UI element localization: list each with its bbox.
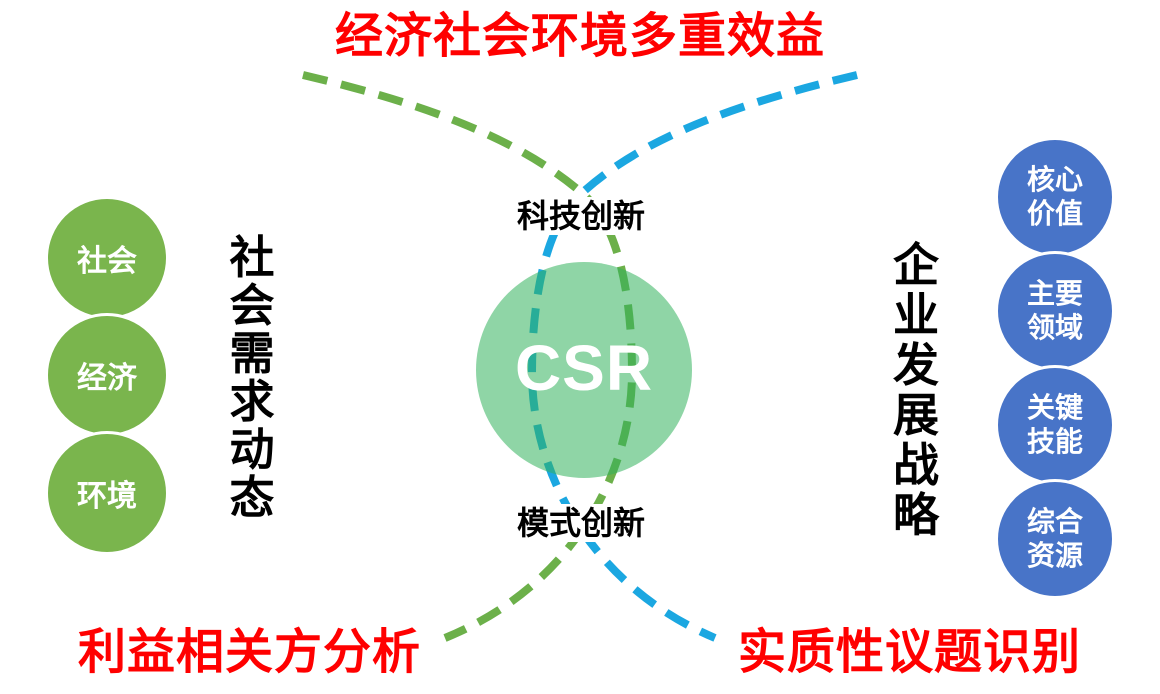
left-circle-environment-label: 环境 [77, 480, 137, 513]
right-circle-core-value-line1: 核心 [1026, 164, 1083, 195]
right-circle-core-value-line2: 价值 [1026, 198, 1083, 229]
right-circle-comprehensive-resources: 综合 资源 [995, 479, 1115, 599]
left-circle-economy: 经济 [45, 313, 169, 437]
right-circle-key-skills: 关键 技能 [995, 365, 1115, 485]
tech-innovation-label: 科技创新 [451, 197, 711, 235]
social-demand-vertical-label: 社会需求动态 [229, 232, 275, 523]
left-circle-economy-label: 经济 [77, 362, 137, 395]
left-circle-society-label: 社会 [77, 245, 137, 278]
right-circle-comprehensive-resources-line1: 综合 [1026, 506, 1083, 537]
right-circle-key-skills-line1: 关键 [1026, 392, 1083, 423]
left-circle-environment: 环境 [45, 431, 169, 555]
enterprise-strategy-vertical-label: 企业发展战略 [893, 239, 939, 541]
right-circle-main-areas: 主要 领域 [995, 251, 1115, 371]
csr-label: CSR [514, 332, 654, 404]
right-circle-core-value: 核心 价值 [995, 137, 1115, 257]
right-circle-main-areas-line2: 领域 [1026, 312, 1083, 343]
right-circle-comprehensive-resources-line2: 资源 [1026, 540, 1083, 571]
material-issues-label: 实质性议题识别 [738, 626, 1082, 679]
left-circle-society: 社会 [45, 196, 169, 320]
stakeholder-analysis-label: 利益相关方分析 [78, 626, 422, 679]
right-circle-key-skills-line2: 技能 [1026, 426, 1083, 457]
diagram-title: 经济社会环境多重效益 [334, 10, 825, 63]
model-innovation-text: 模式创新 [512, 504, 649, 542]
model-innovation-label: 模式创新 [451, 504, 711, 542]
right-circle-main-areas-line1: 主要 [1026, 278, 1083, 309]
tech-innovation-text: 科技创新 [512, 197, 649, 235]
csr-circle [476, 262, 692, 478]
